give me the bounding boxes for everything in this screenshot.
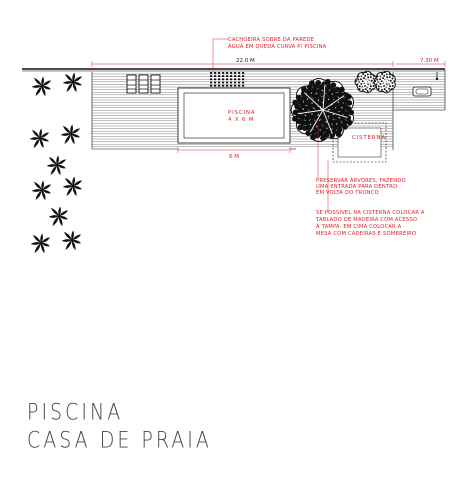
palm-tree (60, 124, 81, 145)
pool-name-label: PISCINA (228, 110, 255, 116)
annotation-leaders (212, 38, 329, 212)
lounger-3 (150, 74, 161, 94)
pool (177, 87, 291, 144)
waterfall-grid (210, 72, 245, 87)
trees-note: PRESERVAR ÁRVORES, FAZENDO UMA ENTRADA P… (316, 177, 408, 196)
outdoor-shower (412, 72, 439, 97)
lounger-2 (138, 74, 149, 94)
palm-tree (31, 76, 52, 97)
palm-tree (46, 155, 67, 176)
cistern-note: SE POSSÍVEL NA CISTERNA COLOCAR A TABLAD… (315, 209, 427, 237)
title-line-2: CASA DE PRAIA (27, 428, 212, 454)
lounger-1 (126, 74, 137, 94)
dimension-total (91, 61, 394, 67)
sun-loungers (126, 74, 161, 94)
cistern-label: CISTERNA (352, 135, 386, 141)
palm-tree (61, 230, 82, 251)
palm-tree (31, 180, 52, 201)
tree-large (290, 77, 355, 143)
palm-tree (29, 128, 50, 149)
palm-tree (48, 206, 69, 227)
title-line-1: PISCINA (27, 400, 124, 426)
tree-small-left (354, 70, 377, 94)
dimension-pool (177, 147, 291, 153)
palm-tree (62, 72, 83, 93)
dimension-pool-label: 6 M (229, 154, 239, 160)
pool-size-label: 4 X 6 M (228, 117, 254, 123)
dimension-right-label: 7.30 M (420, 58, 439, 64)
palm-tree (62, 176, 83, 197)
top-wall (22, 68, 445, 72)
cistern (332, 122, 387, 163)
dimension-total-label: 22.0 M (236, 58, 255, 64)
palm-trees (29, 72, 83, 254)
waterfall-note: CACHOEIRA SOBRE DA PAREDE ÁGUA EM QUEDA … (228, 37, 327, 50)
tree-small-right (373, 70, 396, 94)
dimension-right (395, 61, 446, 67)
palm-tree (30, 233, 51, 254)
